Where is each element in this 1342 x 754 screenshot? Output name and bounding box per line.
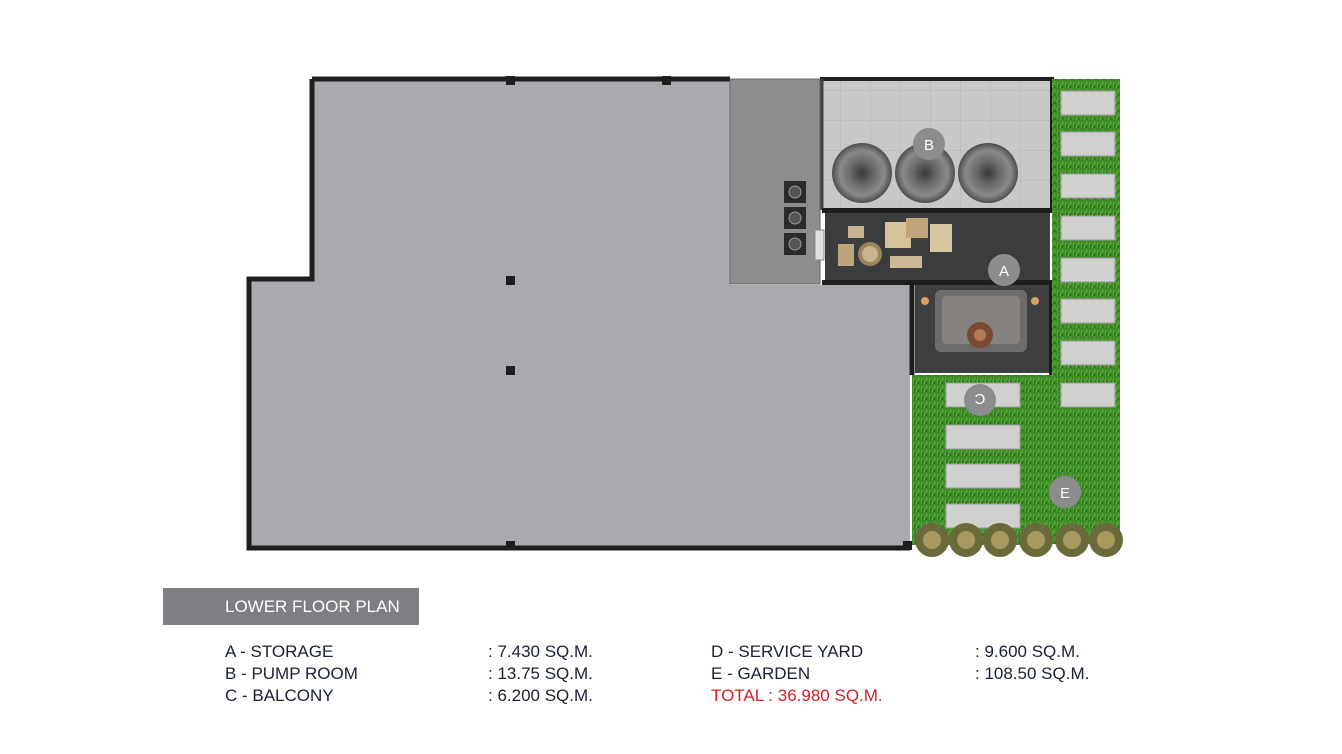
legend-name-service-yard: D - SERVICE YARD (711, 642, 864, 661)
marker-a-label: A (999, 263, 1009, 280)
stove-burner-icon (784, 181, 806, 255)
marker-e-label: E (1060, 485, 1070, 502)
shrub-row (915, 523, 1123, 557)
garden (912, 79, 1123, 557)
marker-a: A (988, 254, 1020, 286)
plan-title: LOWER FLOOR PLAN (163, 588, 419, 625)
marker-e: E (1049, 476, 1081, 508)
balcony-lounge (909, 283, 1053, 375)
legend-total: TOTAL : 36.980 SQ.M. (711, 686, 883, 705)
marker-b: B (913, 128, 945, 160)
floor-plan: B A C E (246, 76, 1123, 557)
legend-name-storage: A - STORAGE (225, 642, 334, 661)
marker-b-label: B (924, 137, 934, 154)
legend-area-garden: : 108.50 SQ.M. (975, 664, 1090, 683)
legend-name-garden: E - GARDEN (711, 664, 811, 683)
stepping-stones (945, 90, 1116, 529)
marker-c-label: C (974, 390, 985, 407)
legend-name-balcony: C - BALCONY (225, 686, 334, 705)
legend-area-service-yard: : 9.600 SQ.M. (975, 642, 1080, 661)
storage-boxes (838, 218, 952, 268)
legend-area-balcony: : 6.200 SQ.M. (488, 686, 593, 705)
legend-area-storage: : 7.430 SQ.M. (488, 642, 593, 661)
marker-c: C (964, 384, 996, 416)
kitchen-counter (729, 78, 825, 285)
main-floor (246, 76, 912, 551)
legend-area-pump-room: : 13.75 SQ.M. (488, 664, 593, 683)
legend-name-pump-room: B - PUMP ROOM (225, 664, 358, 683)
